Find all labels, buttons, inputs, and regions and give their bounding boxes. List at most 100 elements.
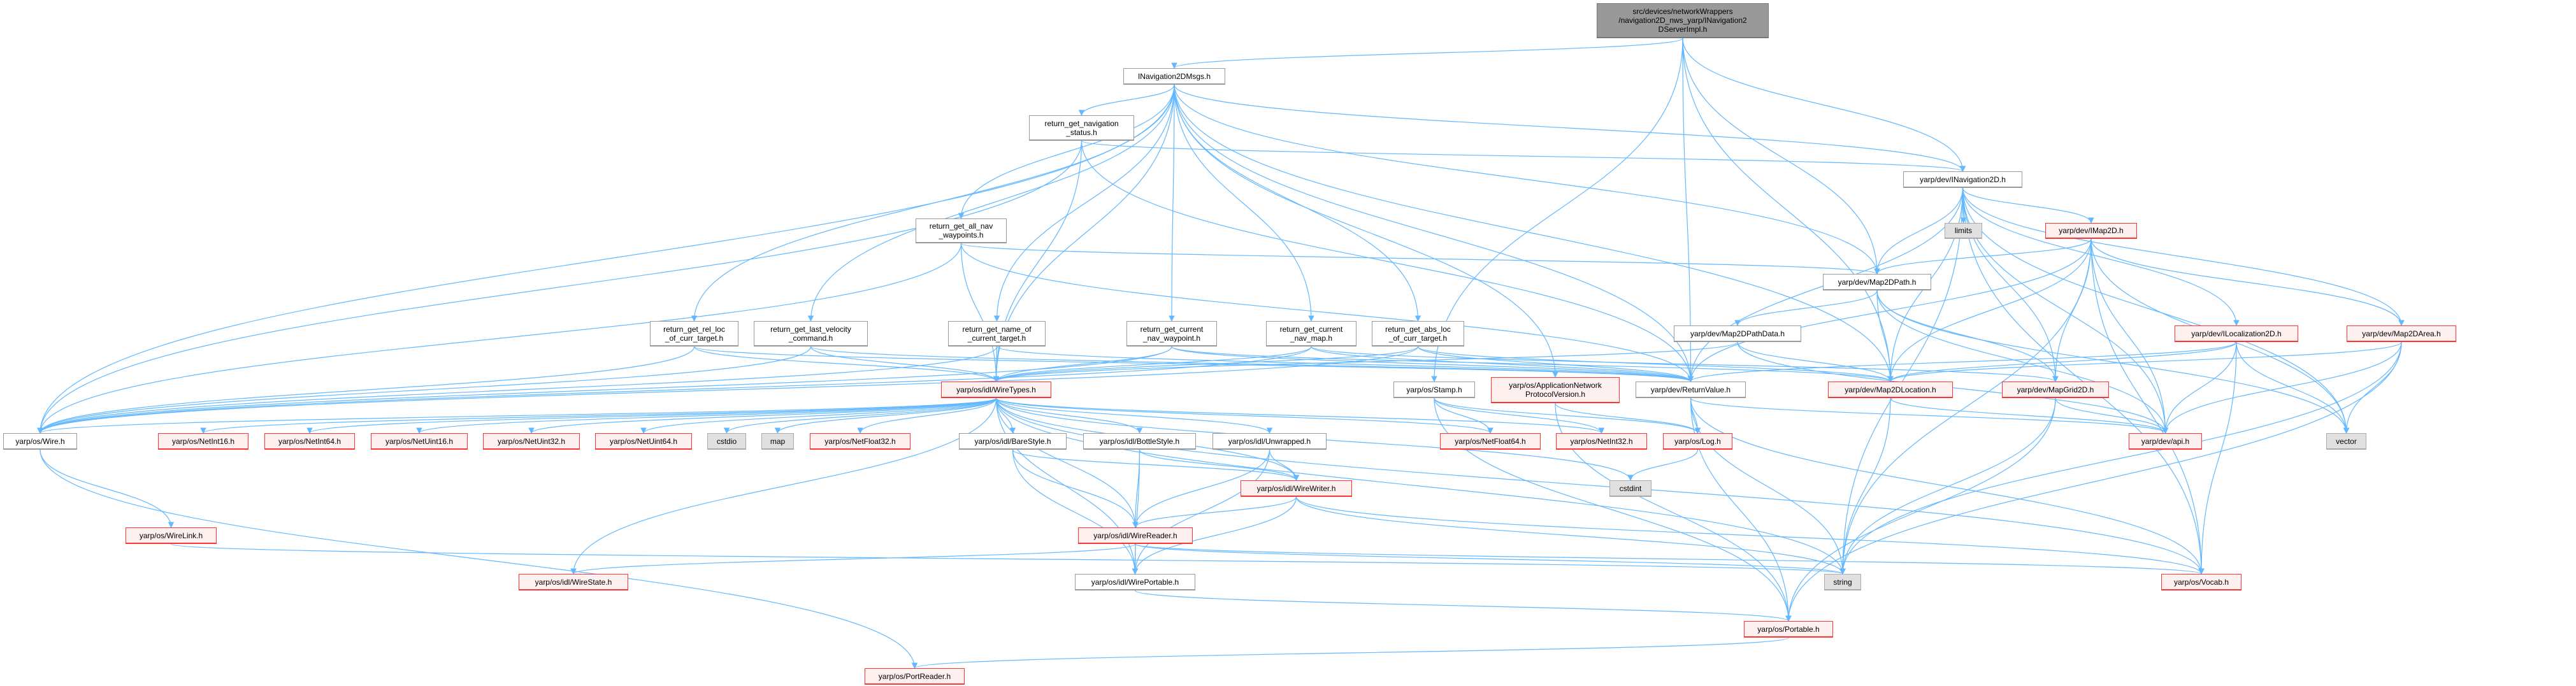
node-bottle[interactable]: yarp/os/idl/BottleStyle.h (1083, 433, 1196, 450)
node-nuint64[interactable]: yarp/os/NetUint64.h (595, 433, 692, 450)
edge-imap2d-to-api (2090, 238, 2169, 434)
node-retval[interactable]: yarp/dev/ReturnValue.h (1636, 382, 1746, 398)
node-label: yarp/os/Wire.h (15, 436, 65, 446)
edge-inav2d-to-area (1962, 187, 2405, 326)
node-writer[interactable]: yarp/os/idl/WireWriter.h (1241, 480, 1352, 497)
node-label: yarp/os/NetInt16.h (171, 436, 235, 446)
edge-msgs-to-retval (1174, 84, 1694, 382)
node-wireportable[interactable]: yarp/os/idl/WirePortable.h (1075, 574, 1195, 590)
edge-cur_wp-to-wire (37, 346, 1172, 434)
edge-bottle-to-writer (1139, 449, 1300, 481)
node-nav-status[interactable]: return_get_navigation_status.h (1029, 115, 1134, 141)
node-label: yarp/os/WireLink.h (139, 531, 203, 540)
node-string[interactable]: string (1824, 574, 1861, 590)
edge-abs_loc-to-retval (1417, 346, 1694, 382)
node-label: yarp/os/idl/BottleStyle.h (1099, 436, 1180, 446)
node-label: yarp/os/idl/WireReader.h (1093, 531, 1177, 540)
node-vocab[interactable]: yarp/os/Vocab.h (2161, 574, 2241, 590)
node-label: _of_curr_target.h (1388, 333, 1448, 343)
node-root[interactable]: src/devices/networkWrappers/navigation2D… (1597, 3, 1769, 38)
node-wire[interactable]: yarp/os/Wire.h (3, 433, 77, 450)
node-wirestate[interactable]: yarp/os/idl/WireState.h (519, 574, 628, 590)
node-label: yarp/dev/Map2DLocation.h (1845, 385, 1936, 394)
edge-stamp-to-nfloat64 (1434, 397, 1493, 434)
edge-pathdata-to-location (1737, 341, 1894, 382)
edge-wiretypes-to-nuint16 (416, 397, 997, 434)
node-log[interactable]: yarp/os/Log.h (1663, 433, 1732, 450)
node-label: yarp/os/idl/WireTypes.h (956, 385, 1036, 394)
edge-path-to-pathdata (1734, 290, 1878, 326)
node-label: yarp/os/NetFloat64.h (1455, 436, 1526, 446)
node-wiretypes[interactable]: yarp/os/idl/WireTypes.h (941, 382, 1051, 398)
node-wirelink[interactable]: yarp/os/WireLink.h (126, 527, 217, 544)
edge-path-to-api (1876, 290, 2169, 434)
edge-msgs-to-path (1174, 84, 1880, 275)
node-nfloat64[interactable]: yarp/os/NetFloat64.h (1440, 433, 1541, 450)
node-pathdata[interactable]: yarp/dev/Map2DPathData.h (1674, 325, 1801, 342)
node-path[interactable]: yarp/dev/Map2DPath.h (1823, 274, 1931, 290)
edge-wiretypes-to-wire (37, 397, 997, 434)
node-nuint16[interactable]: yarp/os/NetUint16.h (371, 433, 468, 450)
edge-area-to-location (1887, 341, 2402, 382)
node-cur-map[interactable]: return_get_current_nav_map.h (1266, 321, 1356, 347)
node-label: yarp/os/idl/BareStyle.h (974, 436, 1051, 446)
node-abs-loc[interactable]: return_get_abs_loc_of_curr_target.h (1372, 321, 1464, 347)
node-label: _waypoints.h (939, 231, 984, 239)
node-map[interactable]: map (761, 433, 794, 450)
edge-inav2d-to-string (1839, 187, 1964, 575)
node-label: yarp/os/ApplicationNetwork (1509, 381, 1602, 390)
node-reader[interactable]: yarp/os/idl/WireReader.h (1078, 527, 1193, 544)
edge-path-to-vector (1876, 290, 2350, 434)
edge-rel_loc-to-retval (693, 346, 1694, 382)
node-area[interactable]: yarp/dev/Map2DArea.h (2347, 325, 2456, 342)
node-limits[interactable]: limits (1945, 223, 1982, 239)
node-api[interactable]: yarp/dev/api.h (2129, 433, 2202, 450)
edge-all_wp-to-path (960, 243, 1880, 275)
node-name-tgt[interactable]: return_get_name_of_current_target.h (948, 321, 1046, 347)
edge-inav2d-to-path (1874, 187, 1964, 275)
node-nint64[interactable]: yarp/os/NetInt64.h (264, 433, 355, 450)
node-cur-wp[interactable]: return_get_current_nav_waypoint.h (1126, 321, 1217, 347)
edge-abs_loc-to-wire (37, 346, 1419, 434)
node-msgs[interactable]: INavigation2DMsgs.h (1123, 68, 1225, 85)
node-vector[interactable]: vector (2326, 433, 2366, 450)
node-nint32[interactable]: yarp/os/NetInt32.h (1556, 433, 1647, 450)
node-inav2d[interactable]: yarp/dev/INavigation2D.h (1903, 171, 2022, 188)
node-label: _nav_map.h (1290, 333, 1333, 343)
edge-writer-to-string (1295, 496, 1846, 575)
node-stamp[interactable]: yarp/os/Stamp.h (1393, 382, 1475, 398)
edge-root-to-path (1682, 38, 1880, 275)
edge-inav2d-to-vocab (1962, 187, 2205, 575)
node-label: yarp/dev/Map2DArea.h (2362, 329, 2441, 338)
node-last-vel[interactable]: return_get_last_velocity_command.h (754, 321, 868, 347)
node-nfloat32[interactable]: yarp/os/NetFloat32.h (810, 433, 910, 450)
edge-area-to-string (1839, 341, 2402, 575)
node-cstdint[interactable]: cstdint (1609, 480, 1651, 497)
node-label: yarp/os/idl/Unwrapped.h (1228, 436, 1311, 446)
edge-msgs-to-cur_wp (1169, 84, 1175, 322)
node-nuint32[interactable]: yarp/os/NetUint32.h (483, 433, 580, 450)
node-bare[interactable]: yarp/os/idl/BareStyle.h (959, 433, 1067, 450)
node-nint16[interactable]: yarp/os/NetInt16.h (158, 433, 248, 450)
node-unwrapped[interactable]: yarp/os/idl/Unwrapped.h (1212, 433, 1327, 450)
node-cstdio[interactable]: cstdio (707, 433, 746, 450)
node-rel-loc[interactable]: return_get_rel_loc_of_curr_target.h (650, 321, 738, 347)
node-label: return_get_navigation (1044, 118, 1119, 128)
node-portable[interactable]: yarp/os/Portable.h (1744, 621, 1833, 638)
edge-name_tgt-to-wire (37, 346, 998, 434)
edge-unwrapped-to-reader (1132, 449, 1270, 528)
node-label: yarp/dev/api.h (2141, 436, 2190, 446)
node-all-wp[interactable]: return_get_all_nav_waypoints.h (916, 218, 1007, 243)
node-location[interactable]: yarp/dev/Map2DLocation.h (1828, 382, 1953, 398)
node-portreader[interactable]: yarp/os/PortReader.h (865, 668, 965, 685)
edge-cur_map-to-wire (37, 346, 1312, 434)
node-label: return_get_current (1140, 324, 1204, 334)
node-label: ProtocolVersion.h (1525, 390, 1586, 399)
edge-iloc-to-retval (1687, 341, 2237, 382)
node-grid[interactable]: yarp/dev/MapGrid2D.h (2002, 382, 2109, 398)
edge-all_wp-to-wire (37, 243, 962, 434)
node-iloc[interactable]: yarp/dev/ILocalization2D.h (2175, 325, 2298, 342)
node-imap2d[interactable]: yarp/dev/IMap2D.h (2045, 223, 2137, 239)
edge-wireportable-to-portable (1134, 590, 1792, 622)
